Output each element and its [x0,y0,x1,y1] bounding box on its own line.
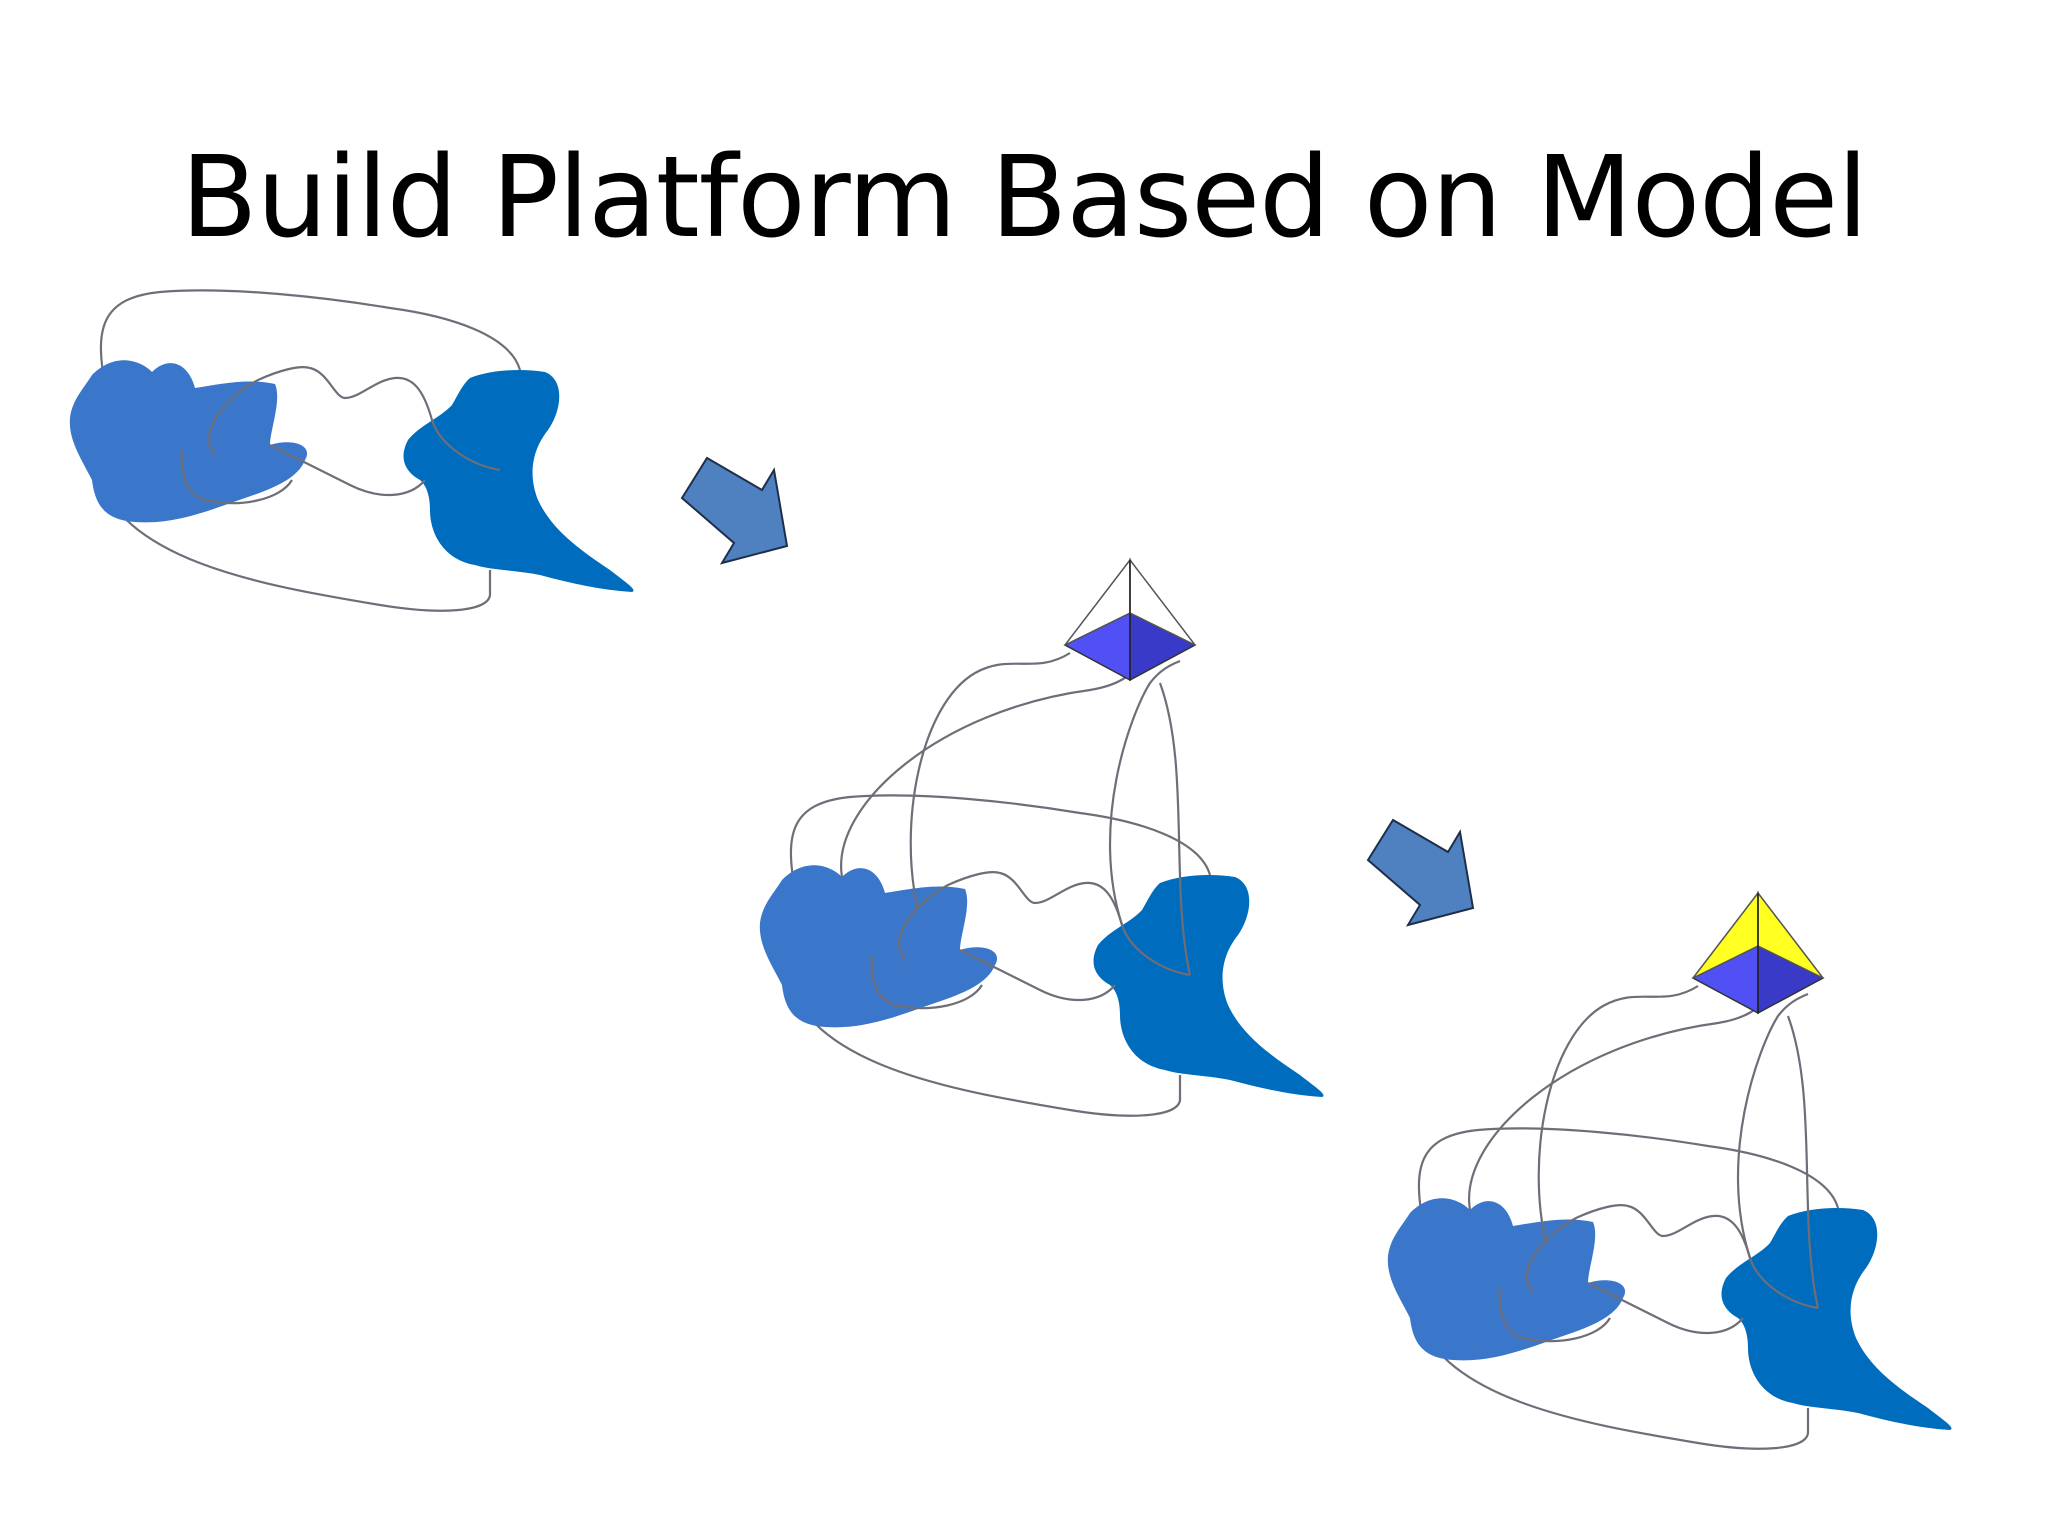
arrow-1 [681,457,788,564]
arrow-2 [1367,819,1474,926]
model-graph [68,289,635,612]
platform-pyramid [1063,557,1197,682]
stage-2-model-with-platform [758,557,1325,1117]
stage-3-model-with-highlighted-platform [1386,890,1953,1450]
slide-title: Build Platform Based on Model [180,133,1869,263]
stage-1-model [68,289,635,612]
platform-pyramid-highlighted [1691,890,1825,1015]
